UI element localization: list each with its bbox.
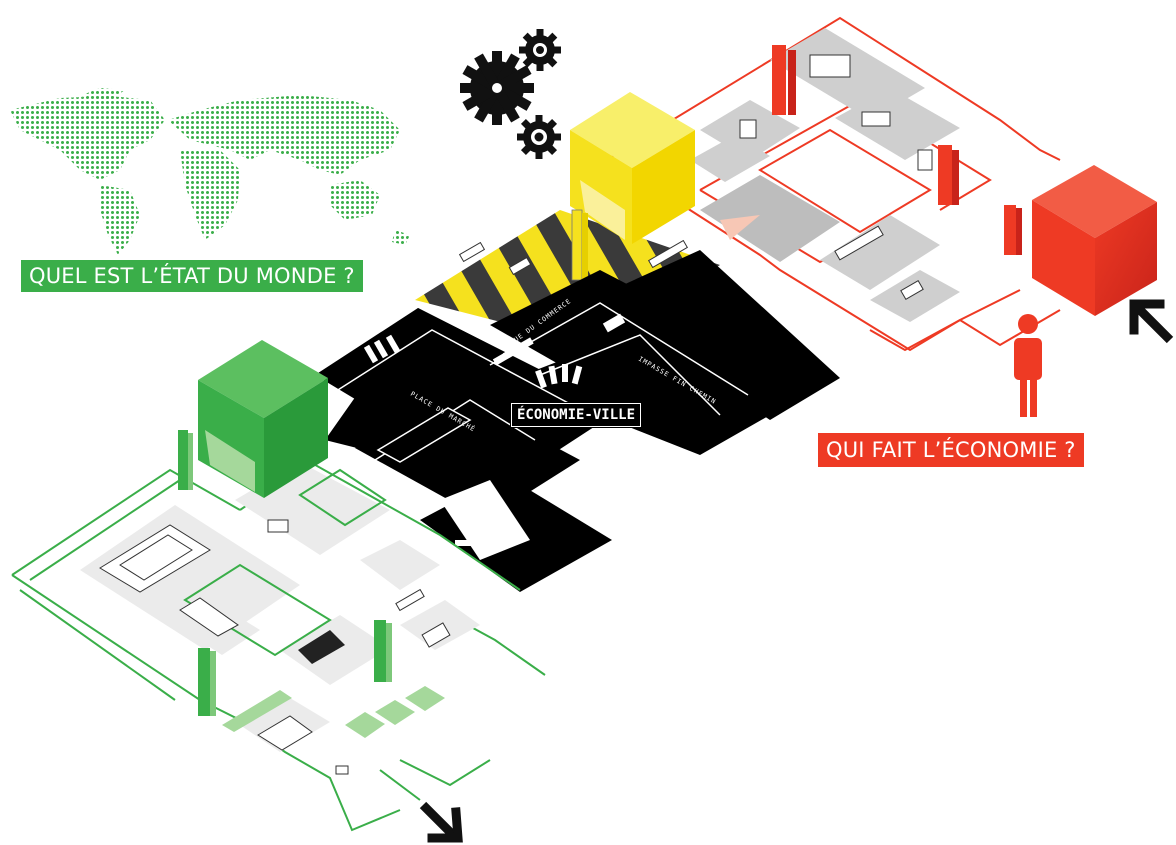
economy-label: QUI FAIT L’ÉCONOMIE ?: [818, 433, 1084, 467]
arrow-up-left-icon: [1129, 299, 1174, 344]
arrow-down-right-icon: [419, 801, 463, 843]
world-map-icon: [10, 88, 410, 255]
green-zone: [11, 340, 546, 832]
gears-icon: [460, 29, 561, 159]
city-label: ÉCONOMIE-VILLE: [509, 402, 643, 428]
city-zone: PLACE DU MARCHÉ RUE DU COMMERCE IMPASSE …: [315, 250, 840, 592]
red-zone: [609, 16, 1157, 352]
person-icon: [1014, 314, 1042, 417]
world-state-label: QUEL EST L’ÉTAT DU MONDE ?: [21, 260, 363, 292]
